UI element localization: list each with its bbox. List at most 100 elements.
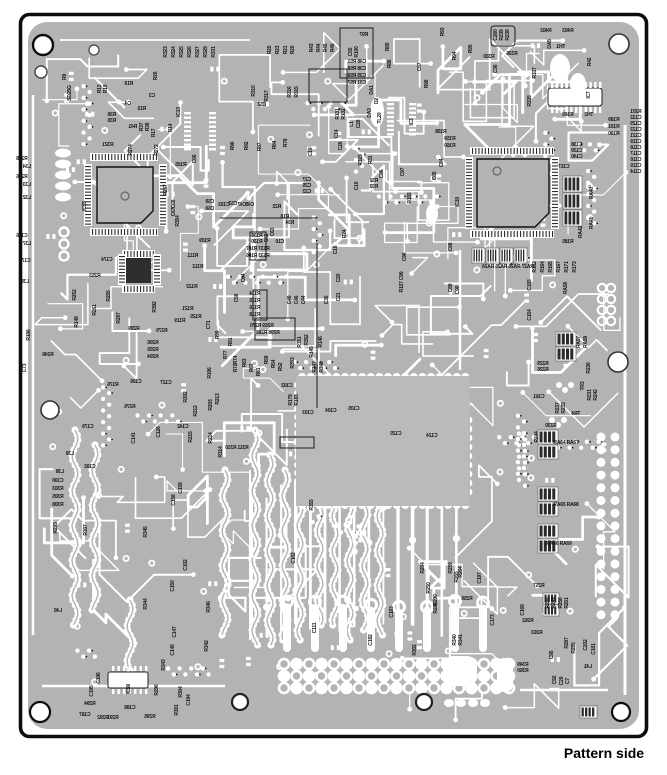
ic55-footprint <box>96 166 154 224</box>
via <box>166 267 172 273</box>
mounting-hole <box>31 33 55 57</box>
smd-pad <box>165 191 169 197</box>
component-label: TH2 <box>584 112 593 118</box>
ic-pin-row <box>465 157 473 229</box>
pad <box>497 435 502 440</box>
pad-dot <box>241 275 244 278</box>
trace <box>45 54 120 102</box>
left-connector-pad <box>55 192 71 202</box>
trace <box>573 606 626 687</box>
pad <box>592 221 597 226</box>
right-connector-pad <box>610 521 620 531</box>
component-label: C46 <box>294 295 300 304</box>
pad <box>516 431 522 436</box>
component-label: R38 <box>145 122 151 131</box>
bottom-connector-pad <box>477 681 491 695</box>
ic-pin <box>516 148 518 154</box>
ic-pin <box>85 210 91 212</box>
component-label: C154 <box>527 309 533 321</box>
trace <box>381 323 434 345</box>
component-label: C181 <box>591 643 597 655</box>
ic-pin <box>149 229 151 235</box>
resistor-array-bar <box>543 446 547 458</box>
component-label: R348 <box>319 361 325 373</box>
connector-finger <box>476 595 490 610</box>
resistor-array-bar <box>564 211 568 225</box>
bottom-connector-pad <box>277 657 291 671</box>
component-label: C141 <box>131 432 137 444</box>
via <box>279 349 285 354</box>
connector-finger <box>420 599 434 614</box>
trace <box>539 295 602 331</box>
pad <box>561 439 566 444</box>
ic-pin <box>154 278 160 280</box>
ic-pin <box>552 168 558 170</box>
pad <box>593 148 598 153</box>
ic-pin <box>127 229 129 235</box>
component-label: R298 R288 <box>256 330 280 336</box>
ic-pin <box>130 251 132 257</box>
component-label: R112 <box>192 264 203 270</box>
component-label: R34 <box>285 220 294 226</box>
ic-pin <box>133 286 135 292</box>
via <box>204 495 210 500</box>
smd-pad <box>370 350 376 354</box>
component-label: R305 <box>52 494 64 500</box>
component-label: R325 <box>179 46 185 58</box>
trace <box>312 81 358 117</box>
component-label: C7 <box>565 678 571 684</box>
component-label: R86 <box>387 59 393 68</box>
smd-pad <box>361 606 365 611</box>
component-label: R246 <box>42 352 54 358</box>
ic-pin <box>545 148 547 154</box>
component-label: R87 <box>257 142 263 151</box>
component-label: R354 <box>175 215 181 227</box>
component-label: R43 <box>309 43 315 52</box>
right-connector-pad <box>610 610 620 620</box>
ic-pin <box>154 275 160 277</box>
component-label: R83 <box>242 358 248 367</box>
ic-pin <box>552 213 558 215</box>
smd-pad <box>385 568 391 572</box>
component-label: R286 <box>433 602 439 614</box>
via <box>200 587 208 595</box>
silkscreen-group-boxes <box>220 25 516 449</box>
pad <box>529 261 534 266</box>
resistor-array-bar <box>547 594 550 603</box>
ic-pin <box>149 154 151 160</box>
trace <box>504 683 560 709</box>
sop-pad <box>579 107 583 113</box>
ic-pin <box>136 229 138 235</box>
resistor-array-bar <box>566 333 570 345</box>
component-label: R254 <box>545 597 551 609</box>
component-label: R319 <box>358 154 364 166</box>
pad <box>522 472 528 477</box>
resistor-array-bar <box>551 594 554 603</box>
ic-pin <box>466 219 472 221</box>
component-label: R295 <box>144 714 156 720</box>
bottom-connector-pad <box>302 669 316 683</box>
component-label: C28 <box>356 119 362 128</box>
smd-pad <box>551 477 555 483</box>
connector-finger <box>392 599 406 614</box>
component-label: D2 <box>374 98 380 104</box>
trace <box>592 617 629 681</box>
component-label: R145 <box>309 346 315 358</box>
component-label: C111 <box>312 622 318 633</box>
pad <box>311 226 316 232</box>
pad <box>303 359 309 365</box>
component-label: C121 <box>630 133 642 139</box>
pad <box>592 186 597 191</box>
ic-pin <box>529 148 531 154</box>
resistor-array-bar <box>548 431 552 443</box>
sop-pad <box>209 121 216 124</box>
ic-pin <box>526 148 528 154</box>
resistor-array-bar <box>552 540 556 552</box>
pad <box>592 209 597 214</box>
pad-dot <box>527 473 529 476</box>
pad <box>521 454 527 459</box>
sop-pad <box>387 128 394 132</box>
ic-pin <box>466 175 472 177</box>
component-label: R342 <box>204 640 210 652</box>
ic-pin <box>130 229 132 235</box>
